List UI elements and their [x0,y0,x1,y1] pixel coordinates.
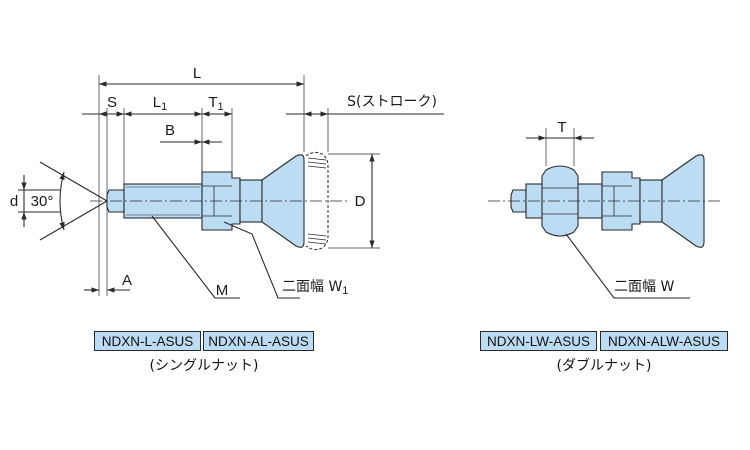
label-stroke: S(ストローク) [347,94,437,110]
label-M: M [216,282,229,299]
label-L1: L1 [153,94,167,113]
label-L: L [193,65,201,82]
label-W: 二面幅 W [614,279,674,295]
label-d: d [10,193,18,210]
model-ndxn-lw-asus: NDXN-LW-ASUS [480,331,597,351]
knob [261,154,305,248]
model-ndxn-al-asus: NDXN-AL-ASUS [203,331,314,351]
label-A: A [122,272,132,289]
label-T: T [557,119,566,136]
caption-single-nut: (シングルナット) [149,358,259,374]
label-S: S [107,94,117,111]
label-W1: 二面幅 W1 [282,279,348,297]
model-ndxn-l-asus: NDXN-L-ASUS [94,331,201,351]
label-B: B [165,122,175,139]
single-nut-diagram [18,75,444,299]
label-angle: 30° [31,193,54,210]
model-ndxn-alw-asus: NDXN-ALW-ASUS [600,331,728,351]
label-D: D [355,193,366,210]
knob-stroke-position [305,151,329,251]
caption-double-nut: (ダブルナット) [556,358,652,374]
double-nut-diagram [488,128,720,299]
label-T1: T1 [208,94,223,113]
lock-nut-2 [601,171,641,231]
